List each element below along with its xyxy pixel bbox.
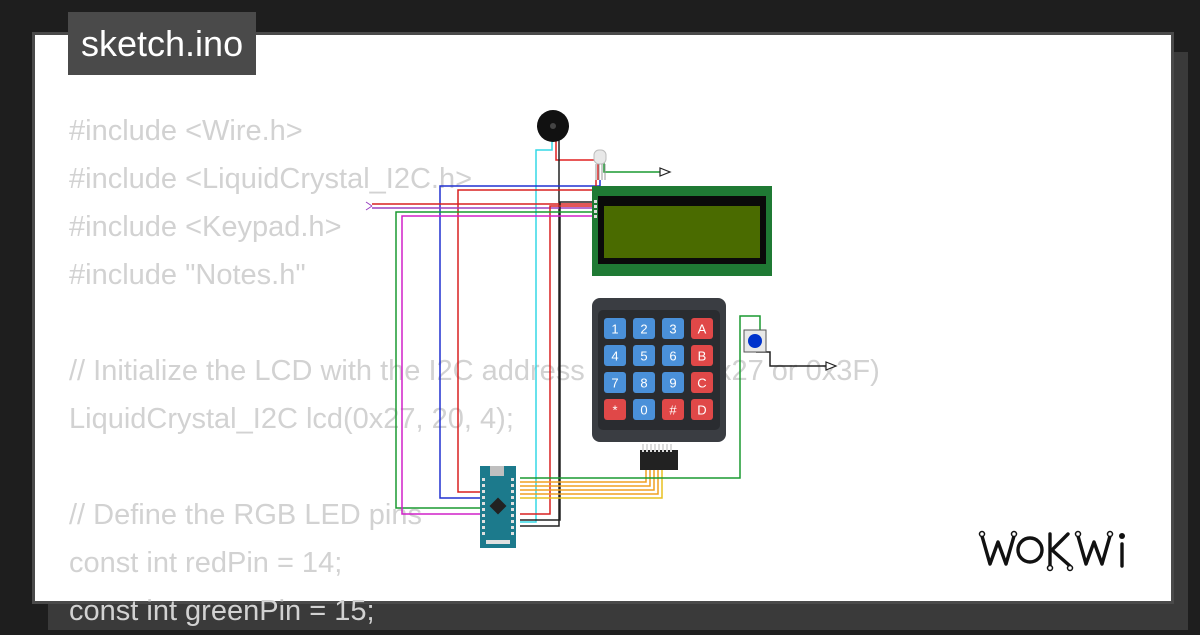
code-line: #include <Keypad.h>	[69, 211, 342, 243]
wire-red-lcd	[520, 205, 596, 515]
keypad-key	[633, 318, 655, 339]
ground-arrow-icon	[659, 167, 672, 177]
wire-black-button	[756, 351, 830, 367]
wire-black-lcd	[520, 201, 596, 521]
wire-magenta-left	[401, 215, 596, 515]
arduino-nano-board	[480, 466, 516, 548]
keypad-key	[633, 399, 655, 420]
keypad-key	[604, 399, 626, 420]
wire-orange-3	[520, 470, 655, 491]
membrane-keypad: 1 2 3 A 4 5 6 B 7 8 9 C * 0 # D	[592, 298, 726, 470]
wokwi-logo	[978, 530, 1125, 572]
ground-arrow-icon	[825, 361, 838, 371]
rgb-led-icon	[593, 149, 607, 180]
pushbutton-icon	[743, 329, 767, 353]
code-line: #include <LiquidCrystal_I2C.h>	[69, 163, 473, 195]
wire-orange-2	[520, 470, 651, 487]
keypad-key-label: B	[698, 349, 707, 364]
keypad-key	[604, 372, 626, 393]
keypad-key-label: 6	[669, 349, 676, 364]
keypad-key	[604, 345, 626, 366]
wire-blue	[439, 180, 601, 499]
code-line: #include "Notes.h"	[69, 259, 306, 291]
keypad-key-label: 3	[669, 322, 676, 337]
wire-green-button	[520, 315, 761, 479]
keypad-key-label: D	[697, 403, 706, 418]
code-line: const int greenPin = 15;	[69, 595, 375, 627]
keypad-key-label: C	[697, 376, 706, 391]
keypad-key-label: A	[698, 322, 707, 337]
wire-yellow-1	[520, 470, 663, 499]
keypad-key	[662, 318, 684, 339]
keypad-pins	[642, 444, 672, 452]
wires	[372, 140, 830, 527]
code-line: // Define the RGB LED pins	[69, 499, 422, 531]
keypad-key-label: 8	[640, 376, 647, 391]
keypad-key	[662, 372, 684, 393]
code-line: const int redPin = 14;	[69, 547, 343, 579]
keypad-key	[662, 399, 684, 420]
keypad-key	[691, 372, 713, 393]
keypad-key-label: 1	[611, 322, 618, 337]
wire-orange-1	[520, 470, 647, 483]
wire-green-led	[603, 160, 660, 173]
keypad-key-label: 9	[669, 376, 676, 391]
keypad-key-label: 5	[640, 349, 647, 364]
pin-marker-icon	[365, 201, 373, 211]
code-preview: #include <Wire.h> #include <LiquidCrysta…	[69, 107, 880, 635]
buzzer-icon	[537, 110, 569, 142]
keypad-key	[633, 345, 655, 366]
keypad-key	[604, 318, 626, 339]
wire-red-1	[457, 180, 597, 493]
keypad-key	[691, 318, 713, 339]
lcd-display	[592, 186, 772, 276]
code-line: #include <Wire.h>	[69, 115, 303, 147]
keypad-key-label: #	[669, 403, 677, 418]
code-line: LiquidCrystal_I2C lcd(0x27, 20, 4);	[69, 403, 514, 435]
usb-port-icon	[490, 466, 504, 476]
keypad-key	[633, 372, 655, 393]
keypad-keys: 1 2 3 A 4 5 6 B 7 8 9 C * 0 # D	[604, 318, 713, 420]
sketch-title: sketch.ino	[68, 12, 257, 75]
wire-black-buzzer	[520, 140, 560, 527]
wire-green-left	[395, 211, 596, 509]
wire-red-buzzer	[555, 140, 599, 180]
keypad-key-label: 2	[640, 322, 647, 337]
keypad-key	[691, 399, 713, 420]
wire-cyan	[520, 140, 553, 523]
keypad-key-label: 4	[611, 349, 618, 364]
keypad-key-label: 7	[611, 376, 618, 391]
keypad-key	[662, 345, 684, 366]
keypad-key-label: 0	[640, 403, 647, 418]
keypad-key	[691, 345, 713, 366]
keypad-key-label: *	[612, 403, 617, 418]
